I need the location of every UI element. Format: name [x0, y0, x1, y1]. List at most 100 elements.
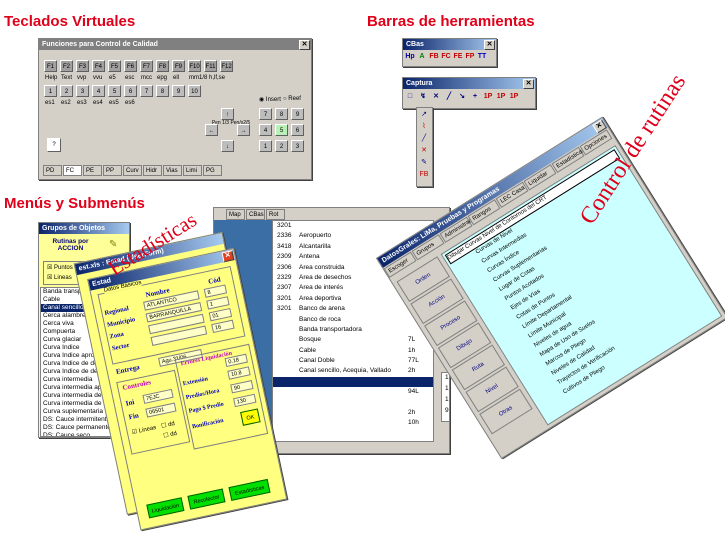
keyboard-tab[interactable]: Limi — [183, 165, 202, 176]
cbas-tool-icon[interactable]: FB — [429, 53, 439, 60]
number-key[interactable]: 6 — [124, 85, 137, 97]
keyboard-tab[interactable]: Curv — [123, 165, 142, 176]
submenu-item[interactable]: 1500Tor... — [442, 373, 449, 384]
number-key[interactable]: 10 — [188, 85, 201, 97]
cbas-tool-icon[interactable]: TT — [477, 53, 487, 60]
numpad-key[interactable]: 7 — [259, 108, 272, 120]
close-icon[interactable]: ✕ — [484, 40, 495, 50]
keyboard-tab[interactable]: PD — [43, 165, 62, 176]
stats-check-lineas[interactable]: ☑ Lineas — [131, 425, 157, 437]
number-key[interactable]: 9 — [172, 85, 185, 97]
menu-item[interactable]: 2h — [273, 387, 433, 416]
captura-tool-icon[interactable]: 1P — [496, 93, 506, 100]
function-key[interactable]: F10 — [188, 60, 201, 72]
captura-tool-icon[interactable]: ↘ — [459, 93, 465, 100]
list-item[interactable]: Curva intermedia — [43, 376, 93, 383]
radio-reef[interactable]: ○ Reef — [283, 96, 301, 102]
captura-tool-icon[interactable]: + — [472, 93, 478, 100]
stats-val-field[interactable]: 90 — [230, 380, 254, 394]
keyboard-tab[interactable]: PE — [83, 165, 102, 176]
list-item[interactable]: Curva intermedia de depresión apro... — [43, 400, 129, 407]
number-key[interactable]: 3 — [76, 85, 89, 97]
keyboard-tab[interactable]: PG — [203, 165, 222, 176]
numpad-key[interactable]: 1 — [259, 140, 272, 152]
submenu-item[interactable]: 1502Sol... — [442, 395, 449, 406]
list-item[interactable]: DS: Cauce seco — [43, 432, 90, 437]
arrow-right-icon[interactable]: → — [237, 124, 250, 136]
captura-tool-icon[interactable]: □ — [407, 93, 413, 100]
menu-item[interactable]: 94L — [273, 366, 433, 395]
captura-vertical-icon[interactable]: ✕ — [421, 147, 427, 154]
list-item[interactable]: Curva suplementaria — [43, 408, 103, 415]
list-item[interactable]: Curva Indice — [43, 344, 80, 351]
number-key[interactable]: 4 — [92, 85, 105, 97]
number-key[interactable]: 5 — [108, 85, 121, 97]
cbas-tool-icon[interactable]: A — [419, 53, 425, 60]
captura-vertical-icon[interactable]: ✎ — [421, 159, 427, 166]
captura-tool-icon[interactable]: ╱ — [446, 93, 452, 100]
list-item[interactable]: Curva intermedia aproximada — [43, 384, 129, 391]
numpad-key[interactable]: 9 — [291, 108, 304, 120]
function-key[interactable]: F9 — [172, 60, 185, 72]
captura-vertical-icon[interactable]: ↗ — [421, 111, 427, 118]
liquidacion-button[interactable]: Liquidación — [146, 497, 185, 519]
arrow-left-icon[interactable]: ← — [205, 124, 218, 136]
captura-vertical-icon[interactable]: FB — [419, 171, 429, 178]
stats-check-dd2[interactable]: ☐ dd — [162, 430, 178, 440]
stats-val-field[interactable]: 10.8 — [227, 366, 251, 380]
submenu-item[interactable]: 9997Otro — [442, 406, 449, 417]
function-key[interactable]: F1 — [44, 60, 57, 72]
keyboard-tab[interactable]: PP — [103, 165, 122, 176]
object-submenu[interactable]: 1500Tor...1501Ten...1502Sol...9997Otro — [441, 372, 449, 422]
cbas-tool-icon[interactable]: FE — [453, 53, 463, 60]
function-key[interactable]: F8 — [156, 60, 169, 72]
function-key[interactable]: F3 — [76, 60, 89, 72]
cbas-tool-icon[interactable]: Hp — [405, 53, 415, 60]
list-item[interactable]: Cerca viva — [43, 320, 74, 327]
keyboard-tab[interactable]: Vias — [163, 165, 182, 176]
list-item[interactable]: DS: Cauce permanente — [43, 424, 111, 431]
stats-row-code[interactable]: 8 — [203, 284, 228, 298]
cbas-tool-icon[interactable]: FC — [441, 53, 451, 60]
captura-tool-icon[interactable]: 1P — [509, 93, 519, 100]
menu-tab[interactable]: Map — [226, 209, 245, 220]
close-icon[interactable]: ✕ — [299, 40, 310, 50]
list-item[interactable]: Curva Indice de depresión apr... — [43, 368, 130, 375]
arrow-down-icon[interactable]: ↓ — [221, 140, 234, 152]
menu-tab[interactable]: Rot — [266, 209, 285, 220]
list-item[interactable]: Cerca alambre — [43, 312, 86, 319]
numpad-key[interactable]: 6 — [291, 124, 304, 136]
submenu-item[interactable]: 1501Ten... — [442, 384, 449, 395]
captura-vertical-icon[interactable]: ⌇ — [422, 123, 426, 130]
captura-tool-icon[interactable]: ↯ — [420, 93, 426, 100]
menu-tab[interactable]: CBas — [246, 209, 265, 220]
objects-option[interactable]: ☒ Puntos — [47, 265, 73, 271]
numpad-key[interactable]: 2 — [275, 140, 288, 152]
function-key[interactable]: F12 — [220, 60, 233, 72]
number-key[interactable]: 2 — [60, 85, 73, 97]
stats-val-field[interactable]: 130 — [233, 393, 257, 408]
keyboard-tab[interactable]: Hidr — [143, 165, 162, 176]
number-key[interactable]: 7 — [140, 85, 153, 97]
list-item[interactable]: Curva Indice de depresión — [43, 360, 119, 367]
function-key[interactable]: F7 — [140, 60, 153, 72]
radio-insert[interactable]: ◉ Insert — [259, 97, 281, 103]
number-key[interactable]: 1 — [44, 85, 57, 97]
function-key[interactable]: F6 — [124, 60, 137, 72]
number-key[interactable]: 8 — [156, 85, 169, 97]
list-item[interactable]: Banda transportadora — [43, 288, 106, 295]
arrow-up-icon[interactable]: ↑ — [221, 108, 234, 120]
list-item[interactable]: Compuerta — [43, 328, 76, 335]
cbas-tool-icon[interactable]: FP — [465, 53, 475, 60]
numpad-key[interactable]: 3 — [291, 140, 304, 152]
captura-tool-icon[interactable]: 1P — [483, 93, 493, 100]
function-key[interactable]: F2 — [60, 60, 73, 72]
